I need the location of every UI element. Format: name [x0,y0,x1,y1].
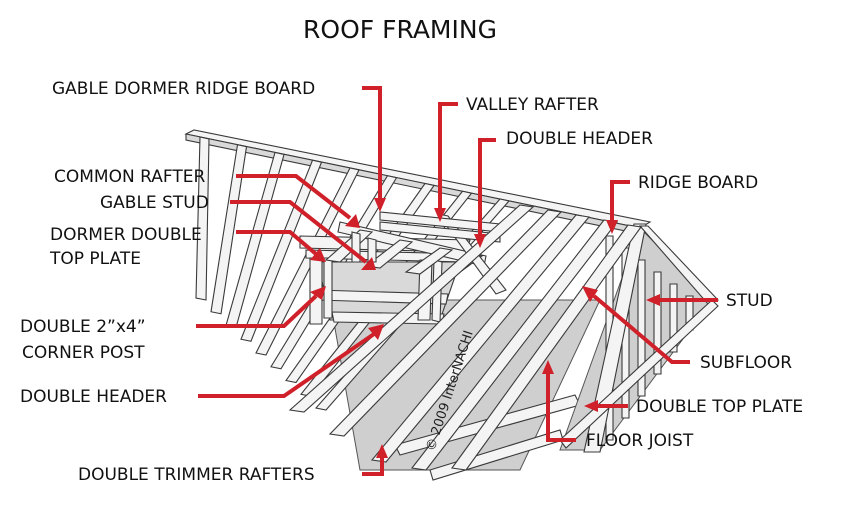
common-rafter [240,159,323,342]
label-floor-joist: FLOOR JOIST [586,431,694,451]
label-double-header-top: DOUBLE HEADER [506,129,653,149]
dormer-rafter-3 [404,247,454,275]
label-double-header-left: DOUBLE HEADER [20,387,167,407]
dormer-rafter-2 [364,239,414,269]
leader-ridge-board [610,180,630,222]
common-rafters-foreground [288,204,642,471]
framing-illustration: © 2009 InterNACHI [184,129,719,481]
arrow-dormer-double-top-plate [310,248,326,262]
label-dormer-double-line2: TOP PLATE [49,249,141,269]
leader-double-header-left [198,332,376,398]
leader-common-rafter [236,174,352,220]
leader-gable-dormer-ridge-board [362,86,382,200]
foreground-rafter [328,209,563,437]
diagram-title: ROOF FRAMING [303,15,497,44]
callout-labels: GABLE DORMER RIDGE BOARD VALLEY RAFTER D… [20,79,803,485]
label-gable-dormer-ridge-board: GABLE DORMER RIDGE BOARD [52,79,315,99]
label-double-top-plate: DOUBLE TOP PLATE [636,397,803,417]
leader-gable-stud [230,200,368,264]
label-subfloor: SUBFLOOR [700,353,792,373]
arrow-valley-rafter [434,208,446,222]
arrow-double-2x4-corner-post [310,286,326,300]
label-dormer-double-line1: DORMER DOUBLE [50,225,202,245]
arrow-ridge-board [606,220,618,234]
double-top-plate [559,299,719,449]
foreground-rafter [451,224,642,471]
label-stud: STUD [726,291,773,311]
gable-rake-rafter [583,223,647,453]
leader-subfloor [592,294,690,364]
arrow-double-header-left [368,324,384,340]
dormer-gable-stud-2 [367,237,377,263]
arrow-floor-joist [542,360,554,374]
leader-valley-rafter [438,102,458,210]
leader-double-trimmer-rafters [362,456,384,476]
arrow-gable-dormer-ridge-board [374,198,386,212]
common-rafter [195,136,210,301]
label-ridge-board: RIDGE BOARD [638,173,758,193]
leader-double-header-top [478,138,496,236]
common-rafter [255,167,360,356]
arrow-common-rafter [345,214,360,228]
foreground-rafter [288,204,535,413]
arrow-gable-stud [361,257,376,270]
leader-floor-joist [546,372,576,442]
foreground-rafter [370,214,591,463]
leader-double-2x4-corner-post [196,294,318,328]
label-common-rafter: COMMON RAFTER [54,167,205,187]
arrow-stud [646,294,660,306]
common-rafter [210,144,248,315]
label-gable-stud: GABLE STUD [100,193,209,213]
arrow-subfloor [582,286,598,302]
leader-dormer-double-top-plate [236,230,318,256]
arrow-double-trimmer-rafters [376,444,388,458]
double-header-upper-2 [379,221,501,243]
label-double-2x4-line1: DOUBLE 2”x4” [20,317,146,337]
gable-stud [637,259,646,397]
arrow-double-top-plate [584,400,598,412]
label-valley-rafter: VALLEY RAFTER [466,95,599,115]
label-double-2x4-line2: CORNER POST [22,343,145,363]
label-double-trimmer-rafters: DOUBLE TRIMMER RAFTERS [78,465,315,485]
callout-leaders [196,86,718,476]
arrow-double-header-top [474,234,486,248]
